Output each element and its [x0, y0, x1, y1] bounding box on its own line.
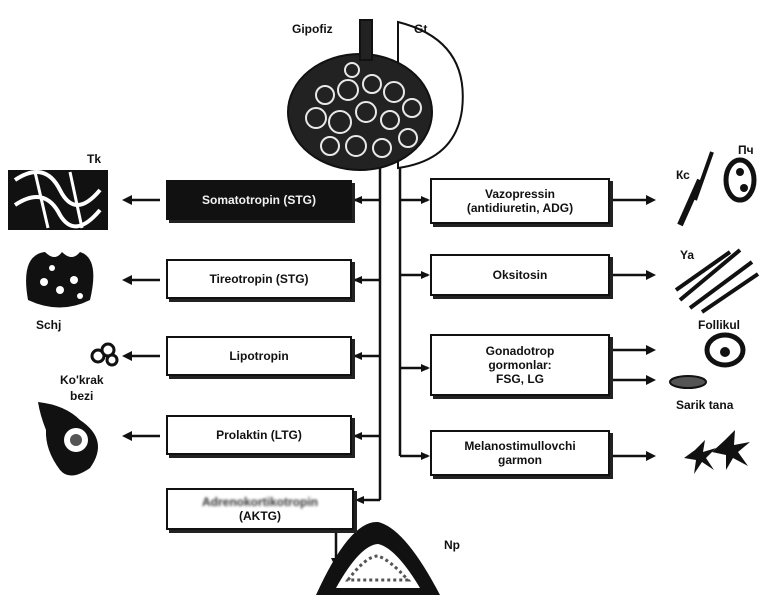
- box-gonadotrop-line1: Gonadotrop: [485, 344, 555, 358]
- box-melanostimullovchi: Melanostimullovchi garmon: [430, 430, 610, 476]
- box-melano-line1: Melanostimullovchi: [464, 439, 576, 453]
- box-aktg-line1: Adrenokortikotropin: [202, 495, 318, 509]
- box-vazopressin-line1: Vazopressin: [484, 187, 556, 201]
- label-gipofiz: Gipofiz: [292, 22, 333, 36]
- box-oksitosin-text: Oksitosin: [492, 268, 548, 282]
- box-gonadotrop-line3: FSG, LG: [496, 372, 544, 386]
- box-somatotropin: Somatotropin (STG): [166, 180, 352, 220]
- box-prolaktin: Prolaktin (LTG): [166, 415, 352, 455]
- tissue-tk-image: [8, 170, 108, 230]
- label-ya: Ya: [680, 248, 695, 262]
- box-somatotropin-text: Somatotropin (STG): [202, 193, 316, 207]
- label-kc: Кс: [676, 168, 690, 182]
- np-gland-image: [316, 521, 440, 595]
- box-melano-line2: garmon: [497, 453, 542, 467]
- box-oksitosin: Oksitosin: [430, 254, 610, 296]
- label-kokrak-line1: Ko'krak: [60, 373, 104, 387]
- box-gonadotrop-line2: gormonlar:: [488, 358, 552, 372]
- thyroid-gland-image: [26, 252, 94, 308]
- box-lipotropin: Lipotropin: [166, 336, 352, 376]
- label-gt: Gt: [414, 22, 428, 36]
- small-cells-image: [90, 342, 119, 367]
- label-np: Np: [444, 538, 460, 552]
- box-vazopressin: Vazopressin (antidiuretin, ADG): [430, 178, 610, 224]
- box-aktg: Adrenokortikotropin (AKTG): [166, 488, 354, 530]
- muscle-fibers-image: [674, 248, 760, 314]
- box-gonadotrop: Gonadotrop gormonlar: FSG, LG: [430, 334, 610, 396]
- box-vazopressin-line2: (antidiuretin, ADG): [466, 201, 574, 215]
- box-prolaktin-text: Prolaktin (LTG): [216, 428, 302, 442]
- label-kokrak-line2: bezi: [70, 389, 94, 403]
- box-aktg-line2: (AKTG): [239, 509, 281, 523]
- label-tk: Tk: [87, 152, 102, 166]
- label-schj: Schj: [36, 318, 62, 332]
- label-pch: Пч: [738, 143, 754, 157]
- box-lipotropin-text: Lipotropin: [229, 349, 289, 363]
- box-tireotropin: Tireotropin (STG): [166, 259, 352, 299]
- label-follikul: Follikul: [698, 318, 740, 332]
- pituitary-gland: [287, 19, 464, 171]
- mammary-gland-image: [38, 402, 98, 476]
- follicle-image: [669, 332, 746, 389]
- vessel-kidney-image: [677, 151, 757, 227]
- melanocytes-image: [684, 430, 750, 474]
- label-sariq-tana: Sarik tana: [676, 398, 734, 412]
- box-tireotropin-text: Tireotropin (STG): [209, 272, 309, 286]
